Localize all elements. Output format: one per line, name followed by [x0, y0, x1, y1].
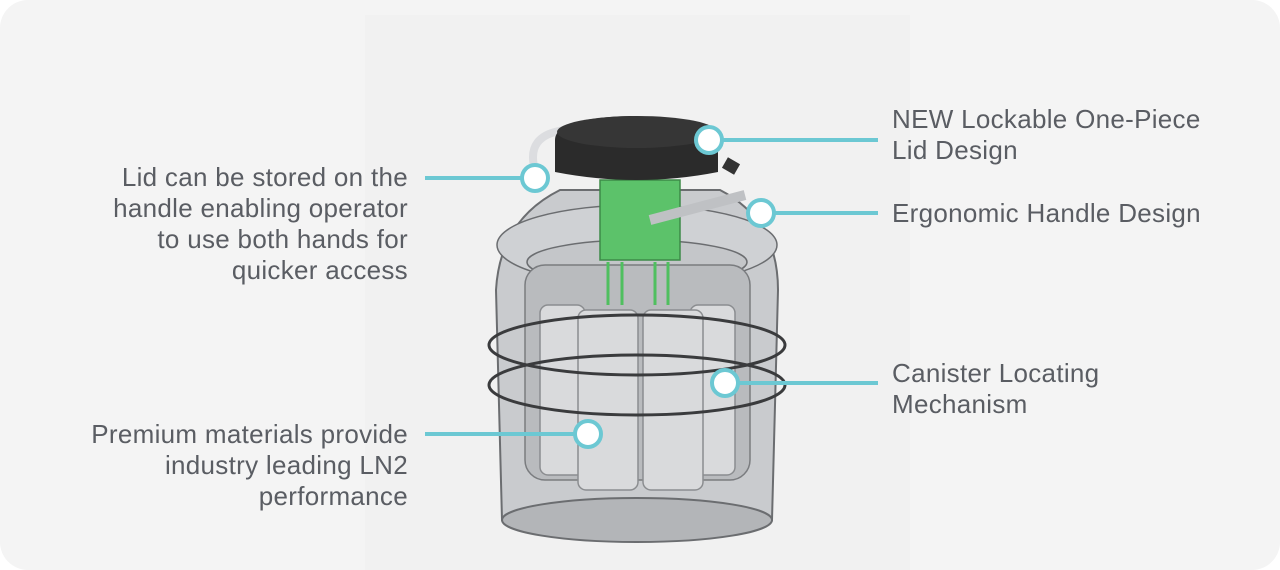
callout-dot-lid-storage	[520, 163, 550, 193]
vent-cap	[721, 157, 741, 175]
neck-tubes	[606, 262, 670, 305]
canisters	[539, 304, 736, 491]
callout-text: Canister Locating	[892, 358, 1100, 388]
callout-dot-canister	[710, 368, 740, 398]
callout-text: Premium materials provide	[91, 419, 408, 449]
callout-text: Mechanism	[892, 389, 1028, 419]
callout-premium-materials: Premium materials provide industry leadi…	[91, 419, 408, 512]
callout-lid-storage: Lid can be stored on the handle enabling…	[113, 162, 408, 286]
callout-dot-lockable-lid	[694, 125, 724, 155]
callout-text: handle enabling operator	[113, 193, 408, 223]
ergonomic-handle	[648, 190, 747, 225]
dewar-base	[501, 497, 773, 543]
locating-ring	[487, 313, 787, 377]
callout-text: to use both hands for	[157, 224, 408, 254]
callout-dot-premium	[573, 419, 603, 449]
callout-text: industry leading LN2	[164, 450, 408, 480]
callout-canister-locating: Canister Locating Mechanism	[892, 358, 1099, 420]
callout-dot-ergonomic	[746, 198, 776, 228]
callout-text: Ergonomic Handle Design	[892, 198, 1201, 228]
callout-lockable-lid: NEW Lockable One-Piece Lid Design	[892, 104, 1201, 166]
callout-text: performance	[258, 481, 408, 511]
callout-ergonomic-handle: Ergonomic Handle Design	[892, 198, 1201, 229]
callout-text: quicker access	[231, 255, 408, 285]
callout-text: Lid Design	[892, 135, 1018, 165]
canister	[642, 309, 704, 491]
canister	[577, 309, 639, 491]
callout-text: Lid can be stored on the	[121, 162, 408, 192]
callout-text: NEW Lockable One-Piece	[892, 104, 1201, 134]
lid-top	[557, 116, 717, 148]
